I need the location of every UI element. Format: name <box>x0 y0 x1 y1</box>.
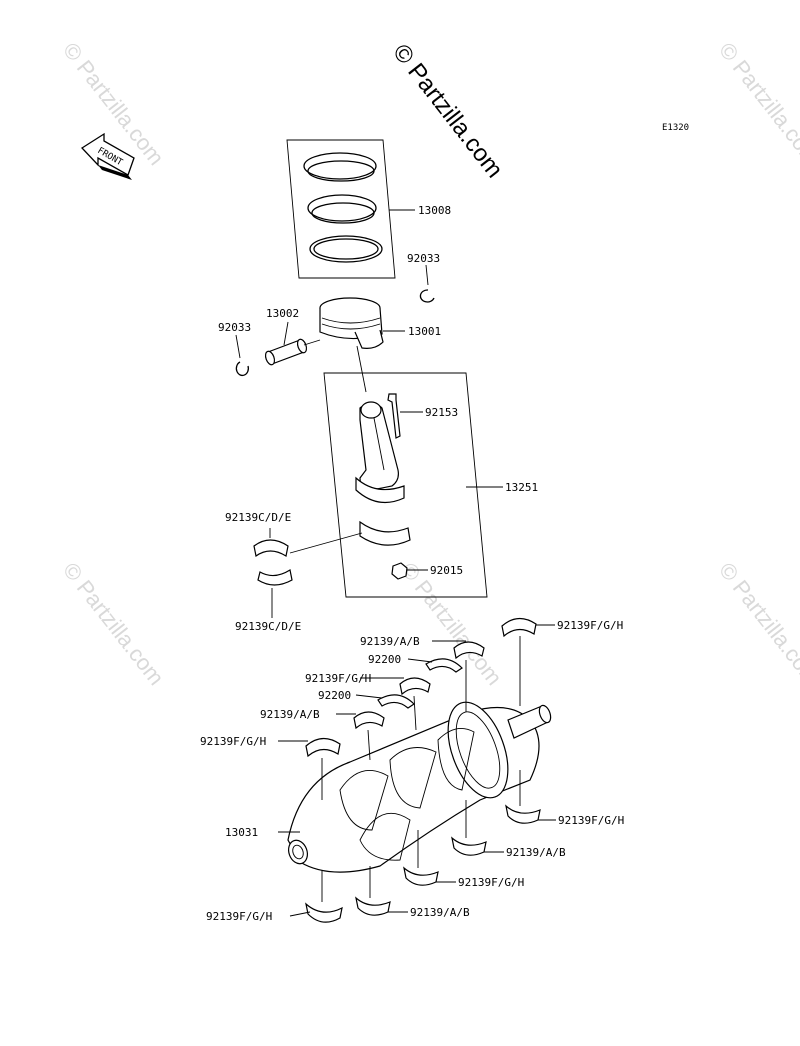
label-main-ab-2: 92139/A/B <box>260 708 320 721</box>
label-main-top-right: 92139F/G/H <box>557 619 623 632</box>
label-rod-assy: 13251 <box>505 481 538 494</box>
crankshaft <box>278 701 552 873</box>
label-rod-bearing-lower: 92139C/D/E <box>235 620 301 633</box>
diagram-code: E1320 <box>662 123 689 133</box>
circlip-left <box>235 334 250 377</box>
watermark-mid-center: © Partzilla.com <box>396 558 507 690</box>
rod-bearing-upper <box>253 528 363 558</box>
thrust-washer-2 <box>355 694 415 709</box>
label-pin: 13002 <box>266 307 299 320</box>
label-crankshaft: 13031 <box>225 826 258 839</box>
label-main-fgh-1: 92139F/G/H <box>305 672 371 685</box>
label-lower-ab-2: 92139/A/B <box>410 906 470 919</box>
lower-bearing-ab-2 <box>355 866 408 916</box>
lower-bearing-fgh-mid <box>403 830 456 886</box>
watermark-mid-right: © Partzilla.com <box>714 558 800 690</box>
rod-bearing-lower <box>257 569 293 618</box>
label-rod-bearing-upper: 92139C/D/E <box>225 511 291 524</box>
label-rings: 13008 <box>418 204 451 217</box>
watermark-top-right: © Partzilla.com <box>714 38 800 170</box>
label-lower-fgh-right: 92139F/G/H <box>558 814 624 827</box>
connecting-rod-group <box>323 345 503 598</box>
circlip-right <box>419 264 435 303</box>
piston <box>319 297 405 349</box>
label-rod-nut: 92015 <box>430 564 463 577</box>
thrust-washer-1 <box>407 658 463 673</box>
label-main-ab-1: 92139/A/B <box>360 635 420 648</box>
main-bearing-fgh-1 <box>360 677 431 731</box>
label-circlip-right: 92033 <box>407 252 440 265</box>
piston-rings-group <box>286 139 415 279</box>
label-main-fgh-2: 92139F/G/H <box>200 735 266 748</box>
svg-text:© Partzilla.com: © Partzilla.com <box>387 39 508 183</box>
main-bearing-ab-2 <box>336 711 385 761</box>
watermark-main: © Partzilla.com <box>387 39 508 183</box>
label-circlip-left: 92033 <box>218 321 251 334</box>
main-bearing-top-right <box>501 617 555 706</box>
piston-pin <box>264 321 321 366</box>
watermark-mid-left: © Partzilla.com <box>58 558 169 690</box>
label-piston: 13001 <box>408 325 441 338</box>
label-lower-fgh-mid: 92139F/G/H <box>458 876 524 889</box>
front-arrow-icon: FRONT <box>80 132 135 180</box>
lower-bearing-fgh-right <box>505 770 556 824</box>
label-thrust-2: 92200 <box>318 689 351 702</box>
main-bearing-ab-1 <box>432 640 485 712</box>
label-lower-fgh-left: 92139F/G/H <box>206 910 272 923</box>
main-bearing-fgh-2 <box>278 737 341 800</box>
label-lower-ab-1: 92139/A/B <box>506 846 566 859</box>
label-thrust-1: 92200 <box>368 653 401 666</box>
lower-bearing-ab-1 <box>451 800 504 856</box>
lower-bearing-fgh-left <box>289 870 343 923</box>
label-rod-bolt: 92153 <box>425 406 458 419</box>
